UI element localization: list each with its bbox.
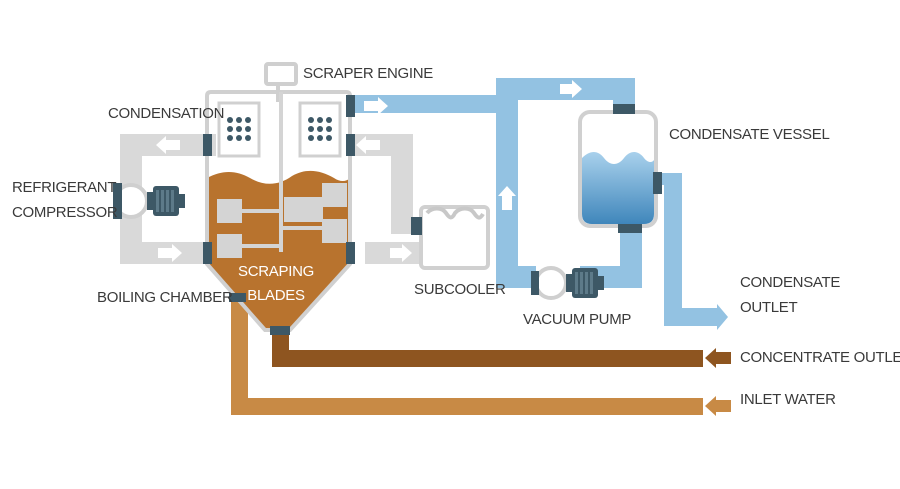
scraper-engine-motor-icon — [264, 62, 298, 86]
subcooler-icon — [411, 205, 490, 270]
vapor-to-vessel-arrow-icon — [560, 80, 582, 98]
inlet-water-label: INLET WATER — [740, 391, 836, 408]
scraper-engine-label: SCRAPER ENGINE — [303, 65, 433, 82]
condensate-outlet-label-line1: CONDENSATE — [740, 274, 841, 291]
condenser-coil-left-icon — [227, 117, 251, 141]
refrigerant-compressor-label-line2: COMPRESSOR — [12, 204, 118, 221]
concentrate-outlet-pipe — [272, 330, 703, 367]
compressor-return-arrow-icon — [158, 244, 182, 262]
chamber-flanges — [203, 95, 355, 335]
condensate-outlet-arrow-icon — [709, 304, 728, 330]
concentrate-outlet-label: CONCENTRATE OUTLET — [740, 349, 900, 366]
condensate-outlet-label-line2: OUTLET — [740, 299, 798, 316]
inlet-water-arrow-icon — [705, 396, 731, 416]
vapor-pipe — [353, 78, 709, 326]
chamber-to-subcooler-arrow-icon — [390, 244, 412, 262]
concentrate-outlet-arrow-icon — [705, 348, 731, 368]
subcooler-loop-pipe — [353, 134, 421, 264]
inlet-water-pipe — [231, 300, 703, 415]
condensate-vessel-label: CONDENSATE VESSEL — [669, 126, 830, 143]
subcooler-label: SUBCOOLER — [414, 281, 506, 298]
refrigerant-compressor-label-line1: REFRIGERANT — [12, 179, 117, 196]
vapor-up-arrow-icon — [498, 186, 516, 210]
condensation-flow-arrow-icon — [156, 136, 180, 154]
condenser-coil-right-icon — [308, 117, 332, 141]
condensate-vessel-icon — [578, 104, 662, 233]
subcooler-flow-arrow-icon — [356, 136, 380, 154]
condensation-label: CONDENSATION — [108, 105, 225, 122]
vacuum-pump-icon — [531, 266, 604, 300]
boiling-chamber-label: BOILING CHAMBER — [97, 289, 233, 306]
scraping-blades-icon — [217, 183, 347, 258]
boiling-chamber — [203, 62, 355, 335]
scraping-blades-label-line2: BLADES — [247, 287, 305, 304]
vapor-outlet-arrow-icon — [364, 97, 388, 115]
vacuum-pump-label: VACUUM PUMP — [523, 311, 632, 328]
scraping-blades-label-line1: SCRAPING — [238, 263, 314, 280]
refrigerant-compressor-icon — [113, 183, 185, 219]
